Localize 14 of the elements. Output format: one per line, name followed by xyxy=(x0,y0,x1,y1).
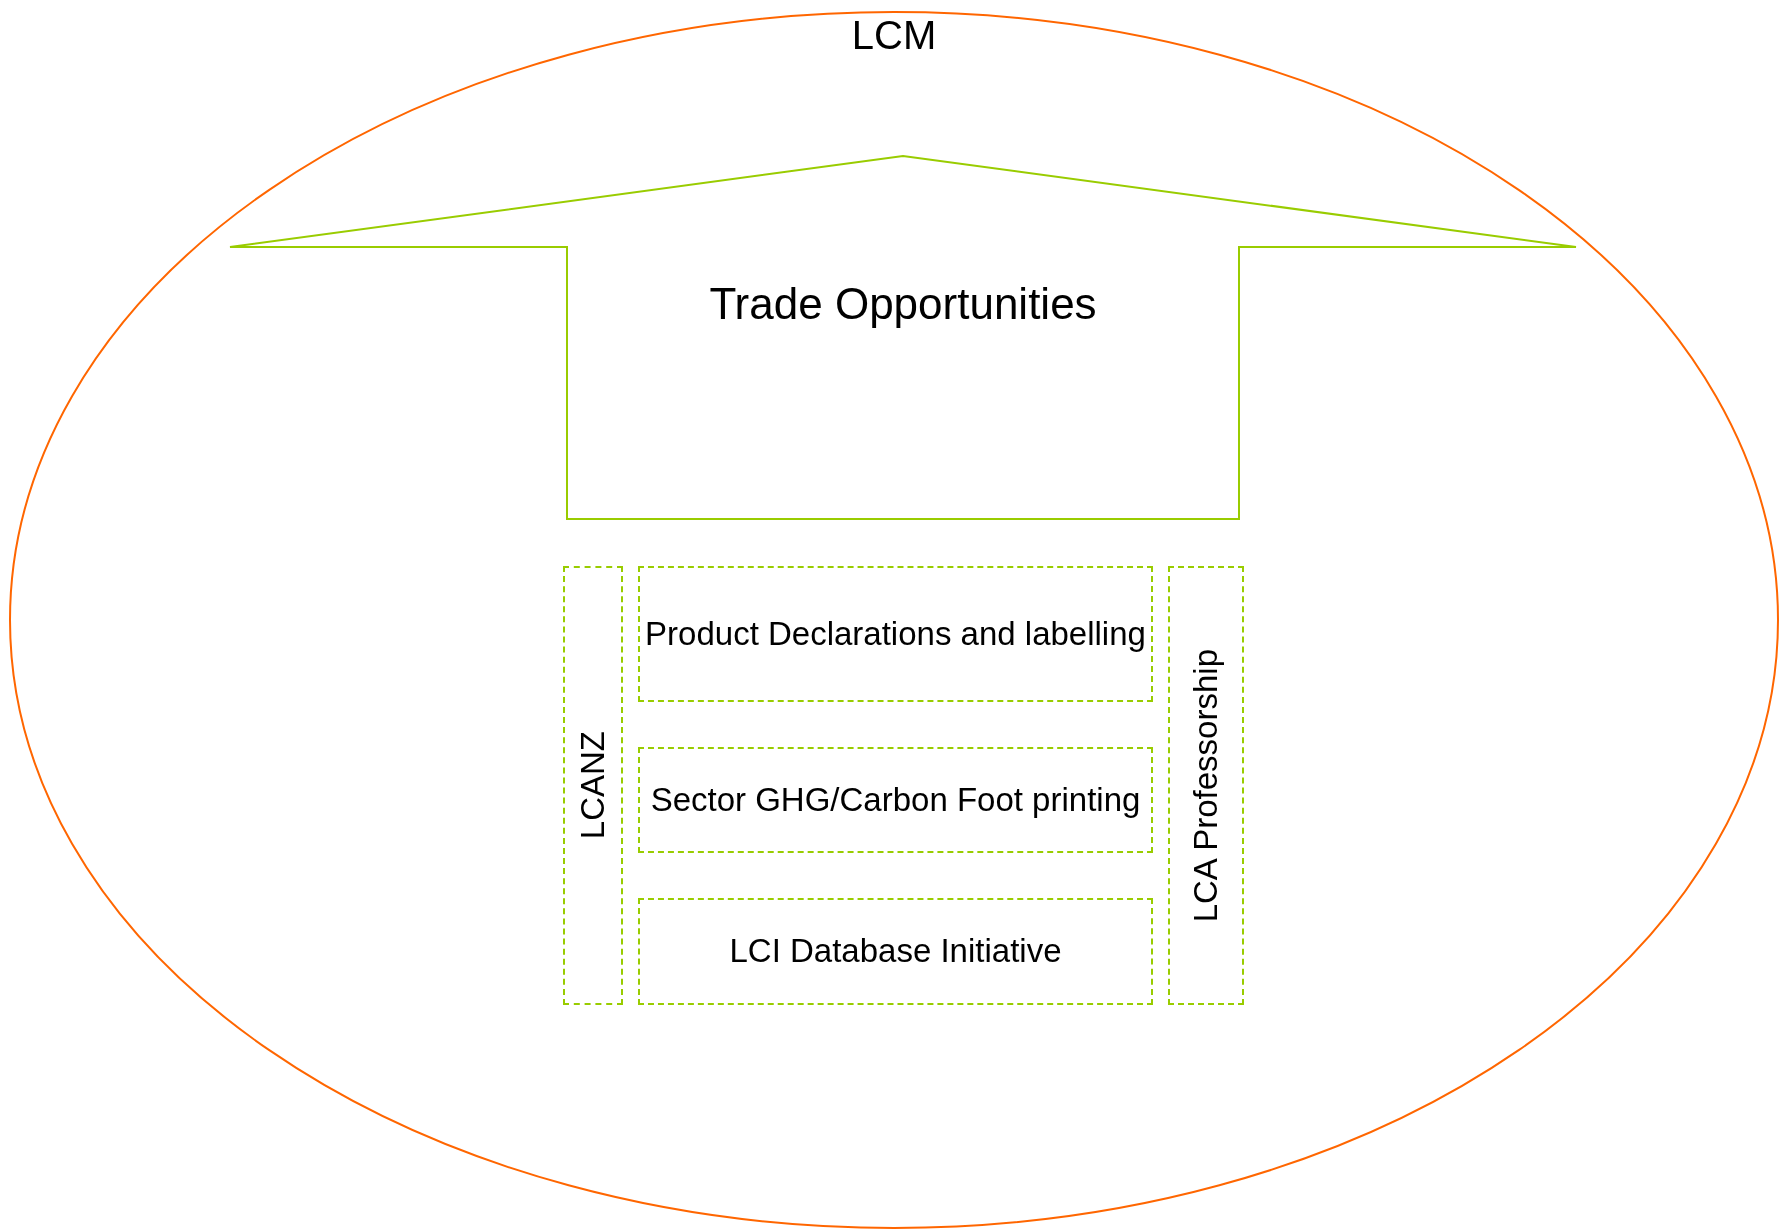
dashed-box xyxy=(563,566,623,1005)
dashed-box xyxy=(638,566,1153,702)
box-label: LCI Database Initiative xyxy=(729,931,1062,972)
box-label: LCA Professorship xyxy=(1185,648,1225,923)
dashed-box xyxy=(1168,566,1244,1005)
dashed-box xyxy=(638,898,1153,1005)
up-arrow-shape xyxy=(230,156,1576,520)
box-label: Product Declarations and labelling xyxy=(645,613,1146,654)
dashed-box xyxy=(638,747,1153,853)
scope-ellipse xyxy=(9,11,1779,1229)
box-label: LCANZ xyxy=(572,731,612,840)
box-label: Sector GHG/Carbon Foot printing xyxy=(650,779,1141,820)
arrow-label: Trade Opportunities xyxy=(708,278,1098,330)
region-title: LCM xyxy=(851,13,937,58)
